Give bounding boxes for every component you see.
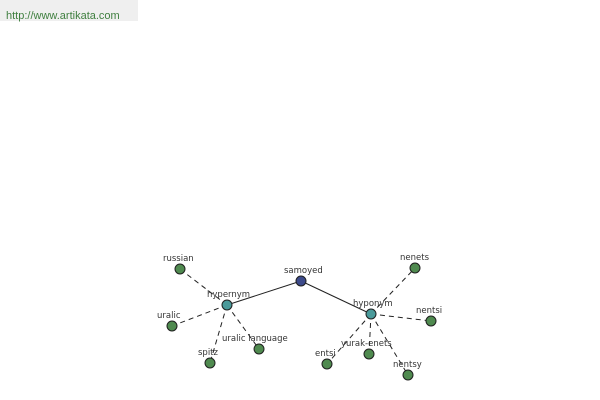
- node-label-hypernym[interactable]: hypernym: [207, 290, 250, 300]
- node-uralic-language[interactable]: [253, 343, 265, 355]
- node-spitz[interactable]: [204, 357, 216, 369]
- node-label-hyponym[interactable]: hyponym: [353, 299, 393, 309]
- node-label-uralic[interactable]: uralic: [157, 311, 181, 321]
- edge-hypernym-uralic-language: [226, 304, 260, 350]
- node-nenets[interactable]: [409, 262, 421, 274]
- node-label-entsi[interactable]: entsi: [315, 349, 336, 359]
- edge-hyponym-yurak-enets: [368, 313, 372, 355]
- node-hyponym[interactable]: [365, 308, 377, 320]
- node-label-russian[interactable]: russian: [163, 254, 194, 264]
- edge-samoyed-hypernym: [226, 280, 302, 306]
- node-label-yurak-enets[interactable]: yurak-enets: [341, 339, 392, 349]
- node-samoyed[interactable]: [295, 275, 307, 287]
- graph-nodes: [166, 262, 437, 381]
- edge-samoyed-hyponym: [300, 280, 372, 315]
- node-label-nentsi[interactable]: nentsi: [416, 306, 442, 316]
- node-yurak-enets[interactable]: [363, 348, 375, 360]
- node-entsi[interactable]: [321, 358, 333, 370]
- source-url-link[interactable]: http://www.artikata.com: [6, 10, 120, 22]
- edge-hyponym-nentsy: [370, 313, 409, 376]
- edge-hypernym-uralic: [171, 304, 228, 327]
- graph-edges: [171, 267, 432, 376]
- node-label-spitz[interactable]: spitz: [198, 348, 219, 358]
- edge-hyponym-entsi: [326, 313, 372, 365]
- node-label-samoyed[interactable]: samoyed: [284, 266, 323, 276]
- edge-hyponym-nentsi: [370, 313, 432, 322]
- node-russian[interactable]: [174, 263, 186, 275]
- node-label-nentsy[interactable]: nentsy: [393, 360, 422, 370]
- source-url-bar: http://www.artikata.com: [0, 0, 138, 22]
- edge-hyponym-nenets: [370, 267, 416, 315]
- node-hypernym[interactable]: [221, 299, 233, 311]
- node-uralic[interactable]: [166, 320, 178, 332]
- edge-hypernym-spitz: [209, 304, 228, 364]
- edge-hypernym-russian: [179, 268, 228, 306]
- node-nentsi[interactable]: [425, 315, 437, 327]
- node-label-uralic-language[interactable]: uralic language: [222, 334, 288, 344]
- node-nentsy[interactable]: [402, 369, 414, 381]
- node-label-nenets[interactable]: nenets: [400, 253, 430, 263]
